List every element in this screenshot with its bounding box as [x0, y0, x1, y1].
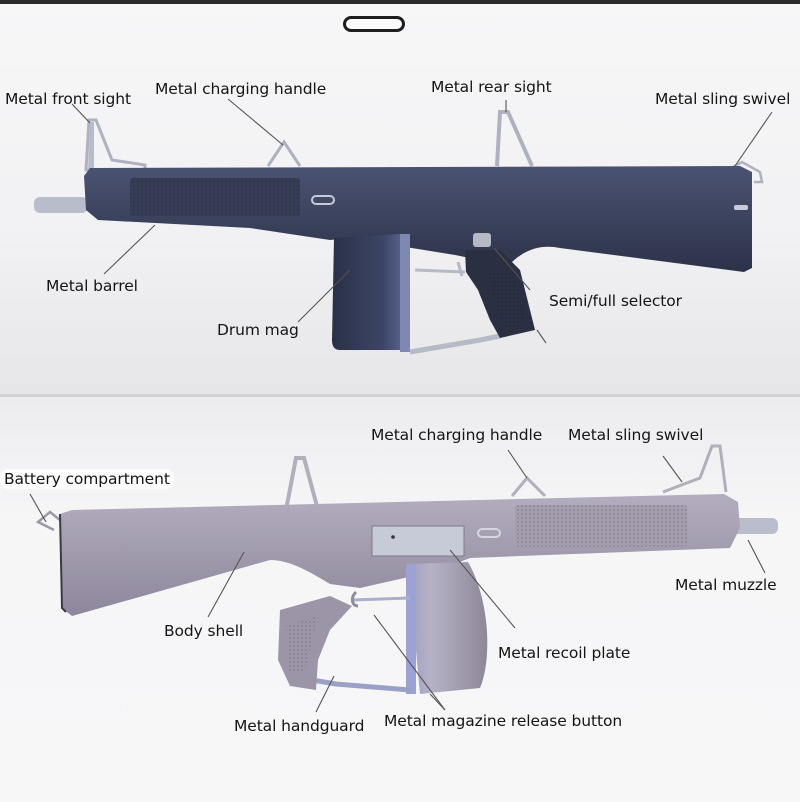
label-metal-barrel: Metal barrel: [46, 277, 138, 295]
label-battery-compartment: Battery compartment: [0, 469, 174, 489]
label-metal-charging-handle: Metal charging handle: [155, 80, 327, 98]
top-gun: [34, 110, 764, 355]
top-edge-bar: [0, 0, 800, 4]
label-metal-rear-sight: Metal rear sight: [431, 78, 552, 96]
label-metal-muzzle: Metal muzzle: [675, 576, 777, 594]
bottom-leader-lines: [29, 449, 766, 713]
label-semi-full-selector: Semi/full selector: [549, 292, 682, 310]
label-metal-recoil-plate: Metal recoil plate: [498, 644, 631, 662]
notch-pill-icon: [343, 16, 405, 32]
label-metal-front-sight: Metal front sight: [5, 90, 131, 108]
top-leader-lines: [71, 98, 773, 344]
bottom-gun: [35, 444, 778, 694]
label-metal-sling-swivel: Metal sling swivel: [655, 90, 791, 108]
barrel-shape: [34, 197, 88, 213]
label-metal-magazine-release-button: Metal magazine release button: [384, 712, 623, 730]
label-body-shell: Body shell: [164, 622, 244, 640]
panel-divider: [0, 394, 800, 397]
label-metal-handguard: Metal handguard: [234, 717, 365, 735]
label-metal-sling-swivel-bottom: Metal sling swivel: [568, 426, 704, 444]
label-metal-charging-handle-bottom: Metal charging handle: [371, 426, 543, 444]
label-drum-mag: Drum mag: [217, 321, 299, 339]
